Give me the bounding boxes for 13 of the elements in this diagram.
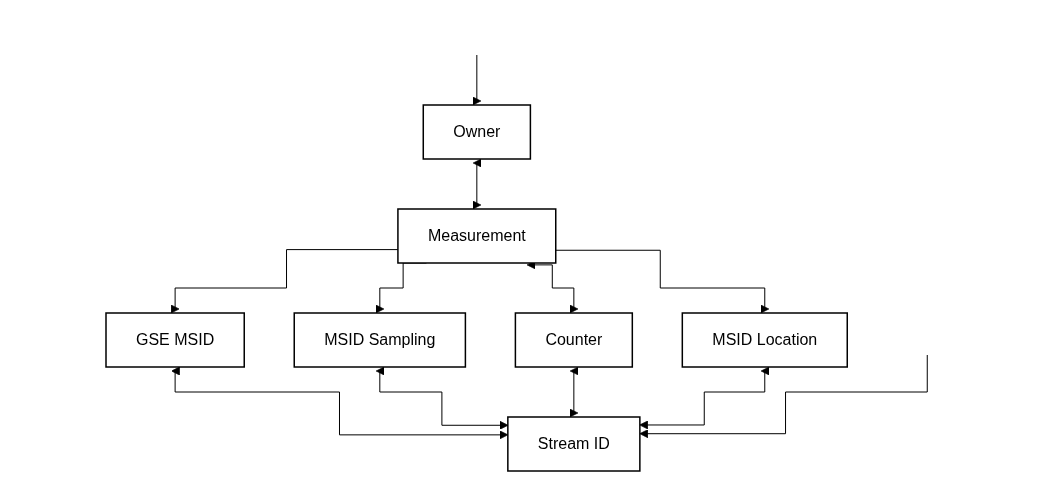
node-box: Stream ID: [506, 416, 641, 472]
arrow: [472, 54, 482, 106]
arrow: [555, 249, 770, 314]
node-box: Counter: [514, 312, 633, 368]
arrow: [639, 354, 928, 439]
node-box: MSID Sampling: [293, 312, 466, 368]
node-box: MSID Location: [681, 312, 848, 368]
node-box: Measurement: [397, 208, 557, 264]
arrow: [639, 367, 770, 430]
node-box: Owner: [422, 104, 531, 160]
arrow: [472, 159, 482, 210]
arrow: [569, 367, 579, 418]
node-box: GSE MSID: [105, 312, 245, 368]
